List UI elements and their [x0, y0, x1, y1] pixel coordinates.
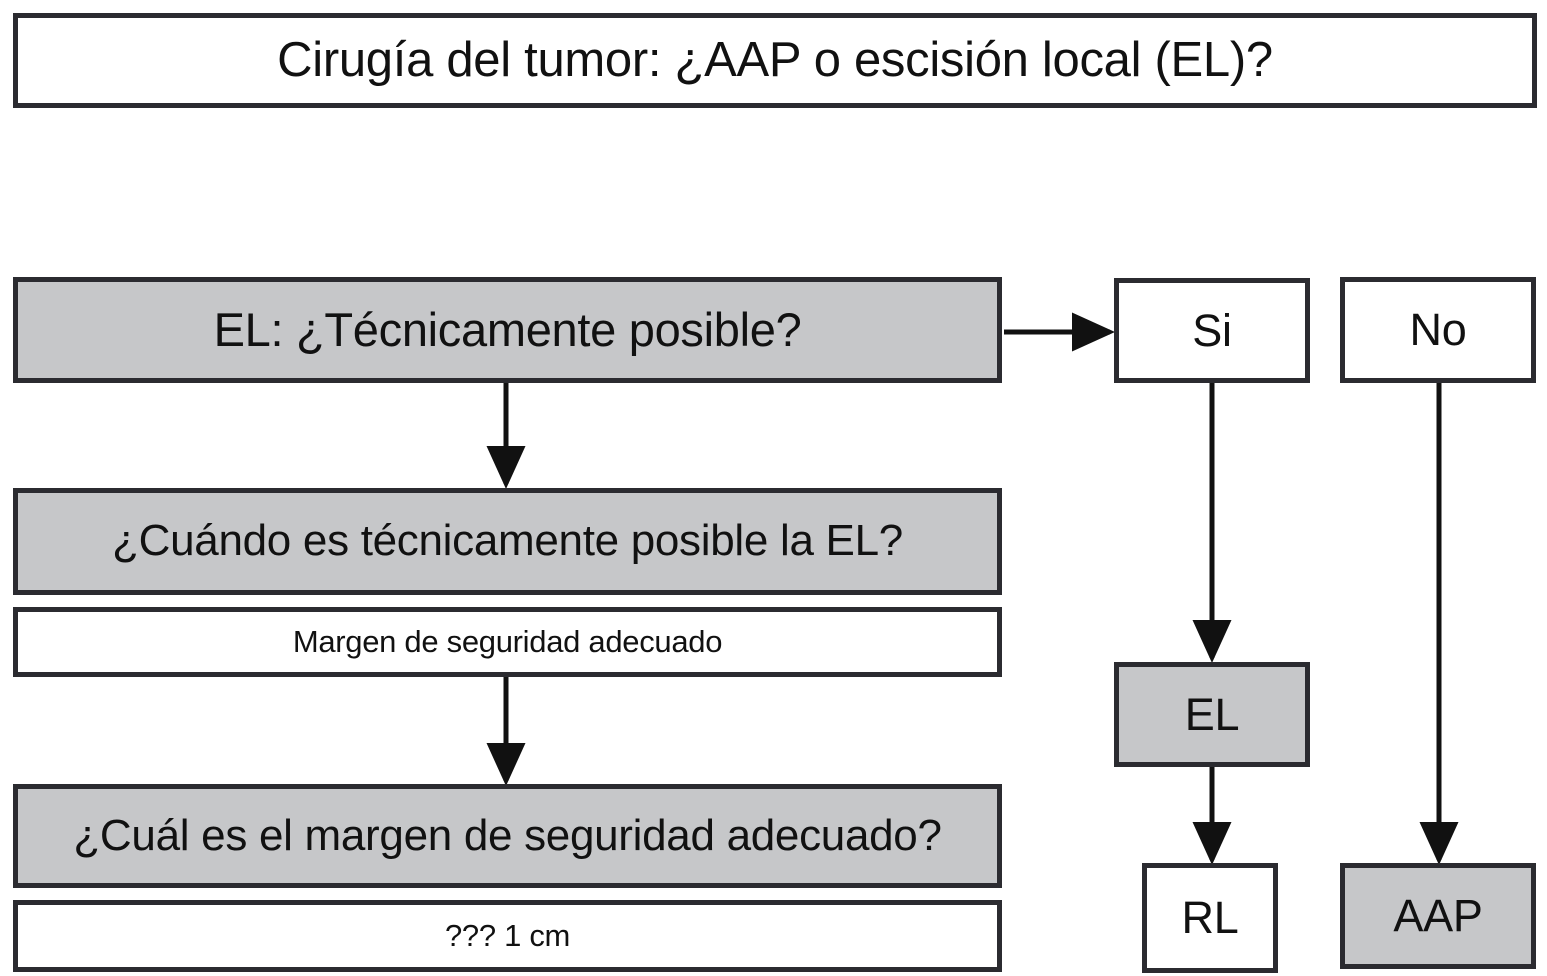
node-no: No: [1340, 277, 1536, 383]
node-margen-valor: ??? 1 cm: [13, 900, 1002, 972]
node-aap: AAP: [1340, 863, 1536, 969]
title-box: Cirugía del tumor: ¿AAP o escisión local…: [13, 13, 1537, 108]
node-margen-de-seguridad-adecuado: Margen de seguridad adecuado: [13, 607, 1002, 677]
node-cual-es-el-margen-de-seguridad-adecuado: ¿Cuál es el margen de seguridad adecuado…: [13, 784, 1002, 888]
node-rl: RL: [1142, 863, 1278, 973]
node-el: EL: [1114, 662, 1310, 767]
node-cuando-es-tecnicamente-posible: ¿Cuándo es técnicamente posible la EL?: [13, 488, 1002, 595]
node-si: Si: [1114, 278, 1310, 383]
node-tecnicamente-posible: EL: ¿Técnicamente posible?: [13, 277, 1002, 383]
